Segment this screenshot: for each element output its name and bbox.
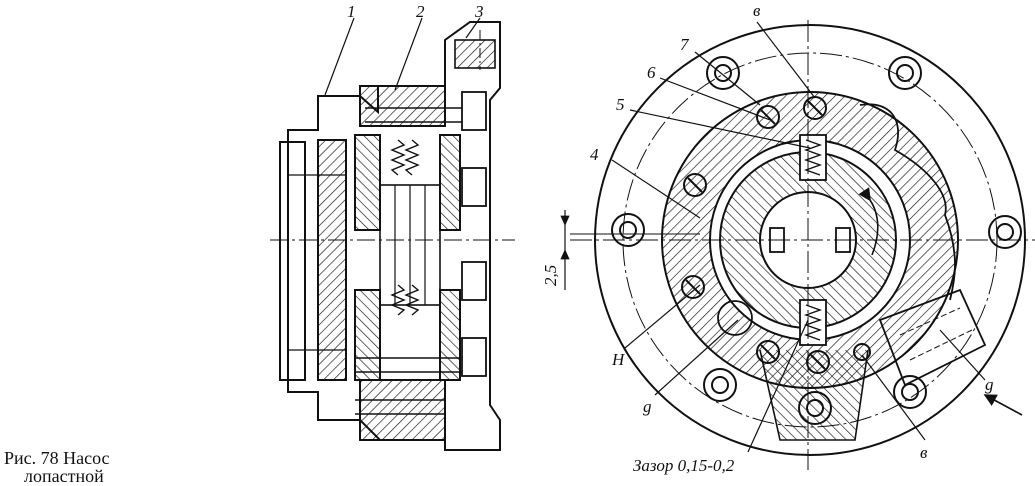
callout-5: 5 [616, 95, 625, 114]
callout-2: 2 [416, 2, 425, 21]
callout-g-left: g [643, 397, 652, 416]
callout-4: 4 [590, 145, 599, 164]
gap-note: Зазор 0,15-0,2 [633, 456, 735, 475]
callout-bottom-v: в [920, 443, 928, 462]
callout-h: Н [611, 350, 626, 369]
callout-7: 7 [680, 35, 690, 54]
callout-top-v: в [753, 1, 761, 20]
dimension-2-5: 2,5 [541, 265, 560, 286]
side-section-view [270, 17, 515, 451]
figure-caption-line2: лопастной [24, 466, 104, 486]
callout-1: 1 [347, 2, 356, 21]
callout-6: 6 [647, 63, 656, 82]
figure-caption-line1: Рис. 78 Насос [4, 448, 110, 468]
callout-3: 3 [474, 2, 484, 21]
callout-g-right: g [985, 375, 994, 394]
front-view [560, 20, 1035, 470]
